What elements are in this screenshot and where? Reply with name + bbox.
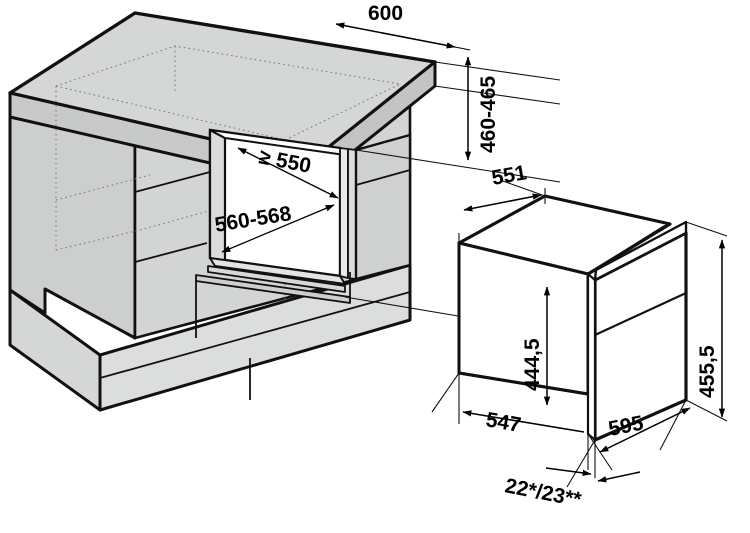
dimension-460-465-label: 460-465: [477, 76, 500, 153]
dimension-444-5-label: 444,5: [521, 338, 544, 391]
dimension-22-23-arrow-line-b: [597, 471, 641, 483]
cabinet-right-panel: [354, 133, 412, 281]
niche-bottom-shelf-lower: [207, 265, 346, 293]
dimension-600: 600: [335, 2, 471, 51]
dimension-600-label: 600: [368, 2, 403, 25]
dimension-455-5-label: 455,5: [696, 345, 719, 398]
dimension-595-arrow-line: [599, 407, 691, 453]
niche-bottom-shelf-upper: [209, 257, 346, 285]
cabinet-extension-leaders: [344, 61, 561, 319]
dimension-444-5: 444,5: [521, 286, 551, 406]
dimension-600-arrow-line: [335, 22, 456, 49]
dimension-547-arrow-line: [462, 410, 585, 433]
appliance-bottom-edge: [458, 371, 589, 396]
dimension-460-465: 460-465: [464, 56, 500, 161]
niche-right-strip-1: [339, 147, 349, 279]
dimension-455-5: 455,5: [696, 239, 726, 418]
appliance-door-split-line: [594, 292, 687, 336]
appliance-handle-top-face: [586, 222, 672, 276]
cabinet-panel-joint-lines: [99, 169, 411, 400]
dimension-547: 547: [462, 408, 585, 437]
dimension-560-568-arrow-line: [221, 204, 335, 253]
dimension-551-arrow-line: [463, 193, 542, 212]
niche-left-jamb: [208, 128, 227, 264]
dimension-550-arrow-line: [237, 147, 339, 199]
dimension-22-23-arrow-line-a: [545, 467, 592, 477]
dimension-600-ext-b: [454, 46, 471, 51]
appliance-view: [431, 179, 728, 488]
appliance-door-edge-strip: [586, 272, 597, 442]
